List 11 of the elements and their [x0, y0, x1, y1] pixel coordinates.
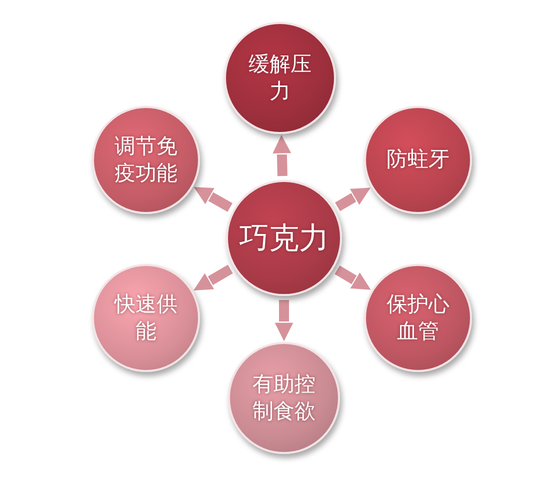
node-label: 防蛀牙: [386, 146, 450, 174]
node-label: 保护心血管: [386, 290, 450, 345]
circle-node: [364, 264, 472, 372]
arrow: [190, 184, 232, 212]
node-label: 快速供能: [113, 290, 178, 345]
node-label: 调节免疫功能: [114, 132, 178, 187]
node-label: 有助控制食欲: [252, 370, 316, 425]
node-label: 巧克力: [238, 220, 330, 258]
node-label: 缓解压力: [248, 50, 312, 105]
circle-node: [226, 180, 342, 296]
circle-node: [364, 106, 472, 214]
